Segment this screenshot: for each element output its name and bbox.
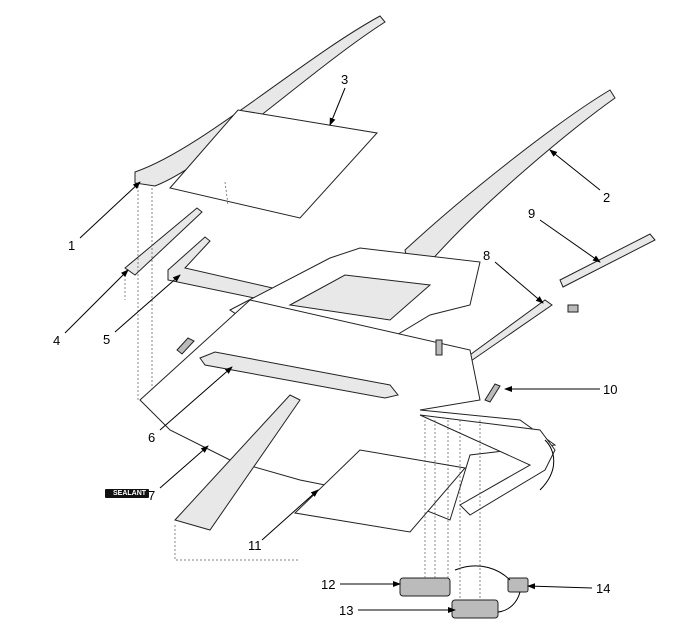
leader-lines xyxy=(64,87,601,613)
sealant-badge: SEALANT xyxy=(105,489,150,498)
callout-1: 1 xyxy=(68,238,75,253)
callout-5: 5 xyxy=(103,332,110,347)
callout-3: 3 xyxy=(341,72,348,87)
stopper-part xyxy=(176,337,195,355)
part-13-motor xyxy=(451,599,499,619)
part-12-motor xyxy=(399,577,451,597)
part-14-control-unit xyxy=(507,577,529,593)
callout-10: 10 xyxy=(603,382,617,397)
part-14-wiring xyxy=(454,565,521,613)
part-9-clip xyxy=(567,304,579,313)
part-5-deflector xyxy=(167,236,291,306)
part-11-sunshade xyxy=(293,449,466,533)
projection-lines xyxy=(124,181,481,600)
part-3-glass-panel xyxy=(169,109,378,219)
callout-6: 6 xyxy=(148,430,155,445)
guide-rail-left xyxy=(174,394,301,531)
callout-8: 8 xyxy=(483,248,490,263)
callout-9: 9 xyxy=(528,206,535,221)
callout-12: 12 xyxy=(321,577,335,592)
part-9-moulding xyxy=(559,233,656,288)
callout-13: 13 xyxy=(339,603,353,618)
guide-rail-right xyxy=(419,414,556,516)
part-4-guide-rail xyxy=(124,207,203,276)
drain-hose xyxy=(539,439,555,491)
callout-2: 2 xyxy=(603,190,610,205)
callout-4: 4 xyxy=(53,333,60,348)
callout-11: 11 xyxy=(248,538,262,553)
roof-panel-opening xyxy=(288,274,432,321)
part-10-bracket xyxy=(484,383,501,403)
callout-7: 7 xyxy=(148,488,155,503)
callout-14: 14 xyxy=(596,581,610,596)
drain-fitting xyxy=(435,339,443,356)
part-2-roof-rail-right xyxy=(404,89,616,263)
part-6-seal xyxy=(199,351,399,399)
